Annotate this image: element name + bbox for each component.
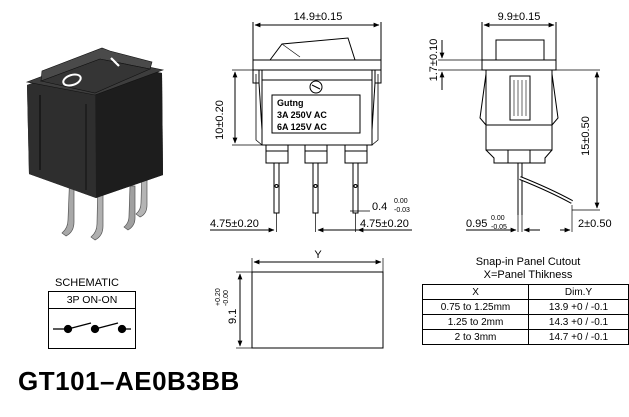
dim-side-width: 9.9±0.15 <box>498 11 541 23</box>
dim-front-height: 10±0.20 <box>214 100 226 140</box>
cutout-title-line2: X=Panel Thikness <box>483 269 573 281</box>
table-row: 1.25 to 2mm 14.3 +0 / -0.1 <box>421 314 629 330</box>
panel-cutout <box>236 258 384 349</box>
table-row: 0.75 to 1.25mm 13.9 +0 / -0.1 <box>421 299 629 315</box>
front-view <box>210 22 412 233</box>
header-x: X <box>421 284 530 300</box>
cutout-height-tol-minus: -0.00 <box>223 290 230 306</box>
cell-thickness: 1.25 to 2mm <box>421 314 530 330</box>
cell-thickness: 0.75 to 1.25mm <box>421 299 530 315</box>
dim-pitch-right: 4.75±0.20 <box>360 218 409 230</box>
dim-lead-offset: 2±0.50 <box>578 218 612 230</box>
cell-thickness: 2 to 3mm <box>421 329 530 345</box>
cutout-title-line1: Snap-in Panel Cutout <box>475 256 581 268</box>
switch-rating-1: 3A 250V AC <box>277 110 327 120</box>
switch-brand-marking: Gutng <box>277 98 304 108</box>
dim-panel-clip-tol-minus: -0.05 <box>491 224 507 231</box>
dim-front-width: 14.9±0.15 <box>294 11 343 23</box>
schematic-title: SCHEMATIC <box>55 277 119 289</box>
dim-terminal-tol-minus: -0.03 <box>394 207 410 214</box>
on-symbol-icon <box>110 57 120 67</box>
dim-panel-clip-tol-plus: 0.00 <box>491 215 505 222</box>
side-view-labels: 9.9±0.15 1.7±0.10 15±0.50 0.95 0.00 -0.0… <box>428 11 612 231</box>
cell-dim-y: 14.3 +0 / -0.1 <box>528 314 629 330</box>
dim-terminal-tol-plus: 0.00 <box>394 198 408 205</box>
cell-dim-y: 13.9 +0 / -0.1 <box>528 299 629 315</box>
panel-cutout-labels: Y 9.1 +0.20 -0.00 <box>215 249 322 324</box>
schematic-label: 3P ON-ON <box>49 292 135 309</box>
part-number: GT101–AE0B3BB <box>18 366 240 396</box>
cutout-table: X Dim.Y 0.75 to 1.25mm 13.9 +0 / -0.1 1.… <box>421 284 629 345</box>
table-row: 2 to 3mm 14.7 +0 / -0.1 <box>421 329 629 345</box>
cell-dim-y: 14.7 +0 / -0.1 <box>528 329 629 345</box>
cutout-table-header: X Dim.Y <box>421 284 629 300</box>
header-dim-y: Dim.Y <box>528 284 629 300</box>
cutout-title: Snap-in Panel Cutout X=Panel Thikness <box>428 256 628 282</box>
dim-terminal-thickness: 0.4 <box>372 201 387 213</box>
dim-side-height: 15±0.50 <box>580 116 592 156</box>
front-view-labels: 14.9±0.15 10±0.20 Gutng 3A 250V AC 6A 12… <box>210 11 410 230</box>
off-symbol-icon <box>62 73 82 87</box>
cutout-height-nominal: 9.1 <box>227 309 239 324</box>
cutout-width-label: Y <box>314 249 322 261</box>
switch-rating-2: 6A 125V AC <box>277 122 327 132</box>
dim-side-top: 1.7±0.10 <box>428 39 440 82</box>
schematic-box: 3P ON-ON <box>48 291 136 349</box>
schematic-symbol <box>53 322 131 334</box>
dim-panel-clip: 0.95 <box>466 218 487 230</box>
switch-photo <box>25 47 165 241</box>
cutout-height-tol-plus: +0.20 <box>215 288 222 306</box>
dim-pitch-left: 4.75±0.20 <box>210 218 259 230</box>
side-view <box>438 22 600 233</box>
